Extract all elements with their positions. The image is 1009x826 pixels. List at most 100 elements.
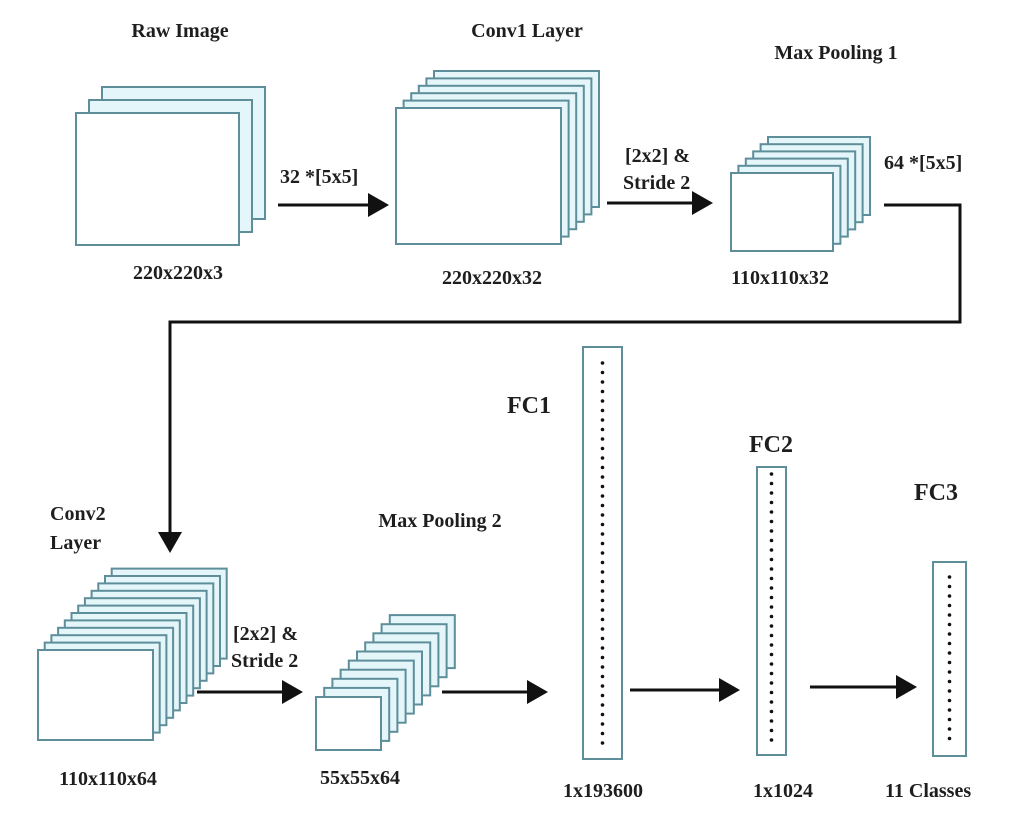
fc2-neuron-dot [769, 491, 774, 495]
fc2-neuron-dot [769, 605, 774, 609]
fc2-neuron-dot [769, 519, 774, 524]
fc1-neuron-dot [600, 703, 605, 707]
fc1-neuron-dot [600, 646, 605, 650]
fc1-neuron-dot [600, 446, 605, 451]
fc1-neuron-dot [600, 408, 605, 413]
title-fc2: FC2 [749, 432, 793, 458]
fc1-neuron-dot [600, 589, 605, 593]
fc1-neuron-dot [600, 636, 605, 641]
fc2-neuron-dot [769, 538, 774, 543]
fc2-neuron-dot [769, 557, 774, 562]
dim-fc2: 1x1024 [753, 780, 813, 802]
fc3-neuron-dot [947, 575, 952, 579]
fc1-neuron-dot [600, 370, 605, 375]
title-conv1: Conv1 Layer [471, 20, 583, 42]
fc3-layer [932, 561, 967, 757]
fc2-neuron-dot [769, 690, 774, 695]
fc1-neuron-dot [600, 693, 605, 698]
fc2-neuron-dot [769, 567, 774, 571]
fc3-neuron-dot [947, 613, 952, 617]
fc3-neuron-dot [947, 698, 952, 703]
fc3-neuron-dot [947, 584, 952, 589]
feature-map-stacks [37, 70, 871, 751]
dim-fc3: 11 Classes [885, 780, 971, 802]
pool2-front-map [315, 696, 382, 751]
fc1-neuron-dot [600, 427, 605, 432]
fc1-layer [582, 346, 623, 760]
op-pool1-size: [2x2] & [625, 145, 690, 167]
fc1-neuron-dot [600, 712, 605, 717]
op-pool1-stride: Stride 2 [623, 172, 690, 194]
pool1-front-map [730, 172, 834, 252]
title-conv2: Conv2 [50, 503, 106, 525]
fc1-neuron-dot [600, 674, 605, 679]
dim-fc1: 1x193600 [563, 780, 643, 802]
dim-conv2: 110x110x64 [59, 768, 157, 790]
title-max-pooling-2: Max Pooling 2 [378, 510, 501, 532]
fc2-neuron-dot [769, 633, 774, 638]
fc1-neuron-dot [600, 541, 605, 546]
raw-image-stack [75, 86, 266, 246]
fc2-neuron-dot [769, 662, 774, 666]
fc1-neuron-dot [600, 532, 605, 536]
conv2-stack [37, 567, 228, 741]
fc2-neuron-dot [769, 719, 774, 723]
fc1-neuron-dot [600, 627, 605, 631]
title-fc1: FC1 [507, 393, 551, 419]
fc1-neuron-dot [600, 418, 605, 422]
conv1-front-map [395, 107, 562, 245]
fc3-neuron-dot [947, 632, 952, 636]
fc2-neuron-dot [769, 614, 774, 619]
op-pool2-stride: Stride 2 [231, 650, 298, 672]
fc2-neuron-dot [769, 472, 774, 476]
fc1-neuron-dot [600, 484, 605, 489]
fc2-box [756, 466, 787, 756]
fc2-layer [756, 466, 787, 756]
fc2-neuron-dot [769, 643, 774, 647]
op-conv2-kernels: 64 *[5x5] [884, 152, 962, 174]
fc1-neuron-dot [600, 522, 605, 527]
dim-raw-image: 220x220x3 [133, 262, 223, 284]
fc1-neuron-dot [600, 399, 605, 403]
fc2-neuron-dot [769, 681, 774, 685]
fc3-neuron-dot [947, 736, 952, 741]
conv1-stack [395, 70, 600, 245]
pool2-stack [315, 614, 456, 751]
fc1-neuron-dot [600, 389, 605, 394]
fc3-neuron-dot [947, 679, 952, 684]
fc3-neuron-dot [947, 689, 952, 693]
op-pool2-size: [2x2] & [233, 623, 298, 645]
op-conv1-kernels: 32 *[5x5] [280, 166, 358, 188]
fc1-neuron-dot [600, 513, 605, 517]
fc1-neuron-dot [600, 456, 605, 460]
fc3-neuron-dot [947, 603, 952, 608]
fc1-neuron-dot [600, 722, 605, 726]
title-conv2-layer: Layer [50, 532, 101, 554]
fc1-neuron-dot [600, 475, 605, 479]
fc3-neuron-dot [947, 651, 952, 655]
fc3-neuron-dot [947, 717, 952, 722]
fc3-neuron-dot [947, 622, 952, 627]
fc1-neuron-dot [600, 437, 605, 441]
fc1-neuron-dot [600, 655, 605, 660]
fc3-neuron-dot [947, 708, 952, 712]
dim-conv1: 220x220x32 [442, 267, 542, 289]
pool1-stack [730, 136, 871, 252]
fc2-neuron-dot [769, 709, 774, 714]
fc1-neuron-dot [600, 684, 605, 688]
fc2-neuron-dot [769, 529, 774, 533]
fc2-neuron-dot [769, 728, 774, 733]
raw-image-front-map [75, 112, 240, 246]
fully-connected-layers [582, 346, 967, 760]
fc1-neuron-dot [600, 361, 605, 365]
fc2-neuron-dot [769, 576, 774, 581]
fc2-neuron-dot [769, 586, 774, 590]
fc2-neuron-dot [769, 671, 774, 676]
fc1-neuron-dot [600, 494, 605, 498]
fc3-neuron-dot [947, 670, 952, 674]
fc2-neuron-dot [769, 738, 774, 742]
fc2-neuron-dot [769, 624, 774, 628]
fc3-box [932, 561, 967, 757]
fc3-neuron-dot [947, 641, 952, 646]
